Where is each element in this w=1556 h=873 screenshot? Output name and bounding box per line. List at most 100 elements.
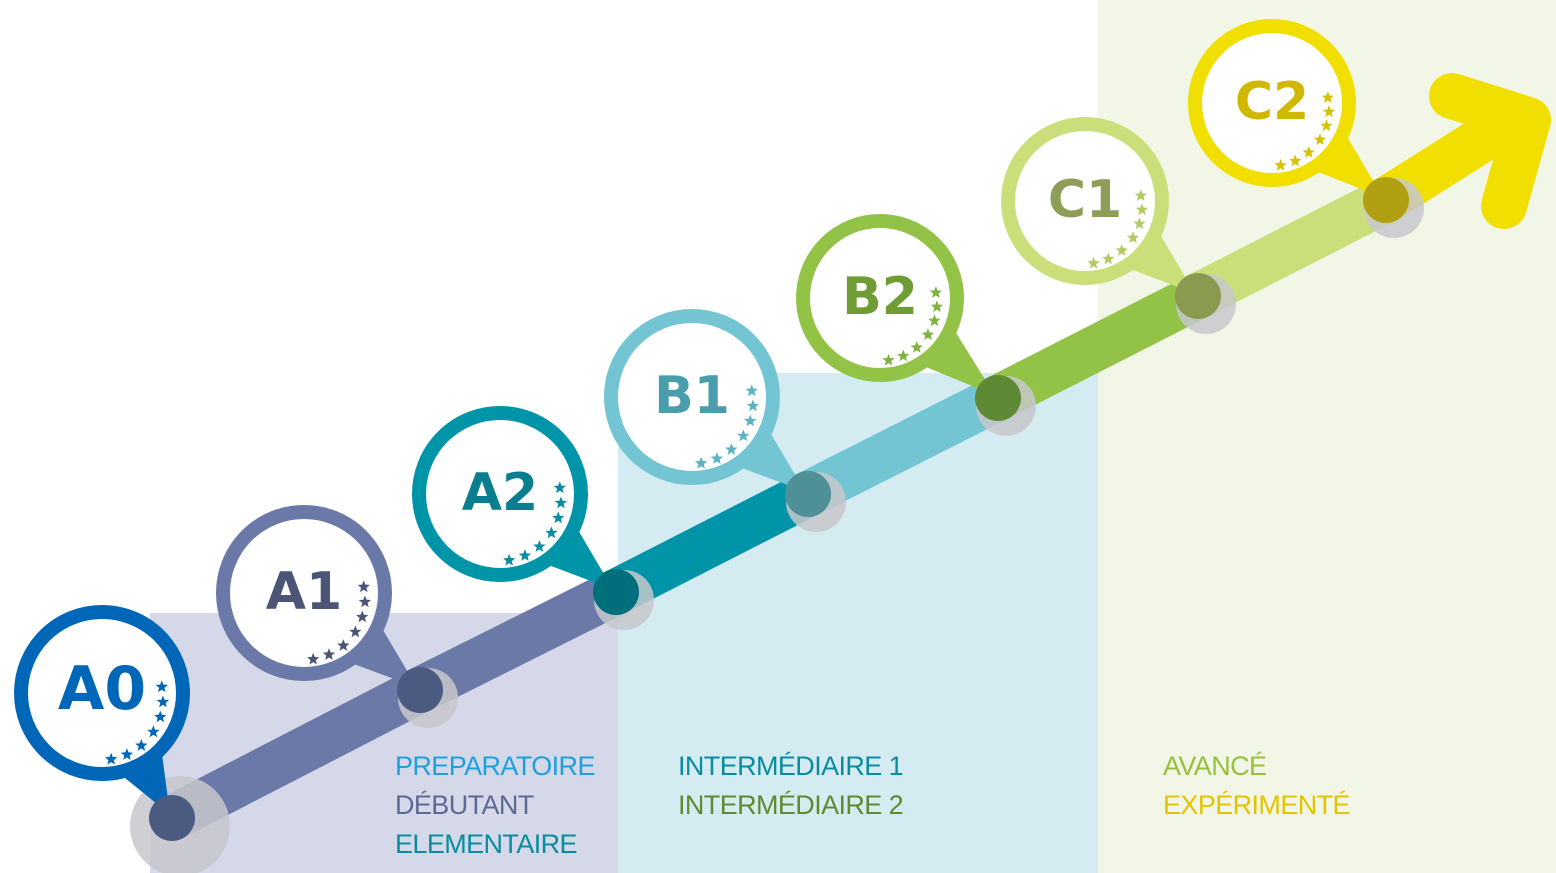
star-icon	[744, 414, 757, 427]
balloon-pointer	[732, 424, 805, 492]
balloon-ring	[1188, 19, 1356, 187]
star-icon	[554, 496, 568, 509]
level-balloon-b2: B2	[796, 214, 995, 396]
balloon-ring	[216, 505, 392, 681]
group-line: INTERMÉDIAIRE 2	[678, 790, 904, 820]
level-balloon-c1: C1	[1001, 117, 1195, 294]
star-icon	[921, 328, 935, 340]
star-icon	[725, 443, 738, 455]
level-code: C2	[1235, 72, 1309, 132]
balloon-pointer	[539, 521, 613, 590]
star-icon	[1087, 256, 1100, 269]
group-label-advanced: AVANCÉ EXPÉRIMENTÉ	[1163, 747, 1351, 825]
star-icon	[1289, 154, 1302, 167]
group-line: INTERMÉDIAIRE 1	[678, 751, 904, 781]
star-icon	[552, 511, 565, 524]
group-line: PREPARATOIRE	[395, 751, 595, 781]
star-icon	[929, 286, 942, 298]
star-icon	[695, 456, 708, 469]
star-icon	[897, 349, 910, 362]
star-icon	[553, 481, 566, 494]
level-node	[785, 471, 831, 517]
level-node	[1363, 177, 1409, 223]
star-icon	[155, 680, 168, 693]
star-icon	[1321, 91, 1334, 103]
group-line: EXPÉRIMENTÉ	[1163, 790, 1351, 820]
star-icon	[307, 652, 320, 665]
balloon-ring	[14, 605, 190, 781]
balloon-pointer	[115, 744, 170, 815]
level-code: B1	[654, 366, 730, 426]
star-icon	[545, 526, 558, 539]
star-icon	[1102, 252, 1115, 265]
level-code: B2	[842, 267, 918, 327]
group-line: AVANCÉ	[1163, 751, 1267, 781]
level-code: A2	[462, 463, 538, 523]
star-icon	[1274, 158, 1287, 171]
star-icon	[105, 752, 118, 765]
star-icon	[1115, 244, 1128, 256]
star-icon	[930, 300, 944, 313]
level-balloon-c2: C2	[1188, 19, 1383, 198]
star-icon	[358, 595, 372, 608]
star-icon	[147, 725, 160, 738]
level-node	[397, 667, 443, 713]
level-balloon-a1: A1	[216, 505, 417, 688]
balloon-ring	[1001, 117, 1169, 285]
path-segment	[987, 275, 1209, 419]
star-icon	[928, 314, 941, 327]
path-segment	[605, 473, 819, 613]
level-node	[149, 795, 195, 841]
level-code: A0	[58, 654, 146, 724]
level-node	[593, 569, 639, 615]
balloon-ring	[412, 406, 588, 582]
star-icon	[1313, 133, 1327, 145]
star-icon	[1302, 146, 1315, 158]
star-icon	[533, 540, 546, 552]
level-balloon-b1: B1	[604, 309, 805, 492]
star-icon	[1320, 119, 1333, 132]
star-icon	[882, 353, 895, 366]
star-icon	[737, 429, 750, 442]
level-balloon-a2: A2	[412, 406, 613, 590]
star-icon	[322, 648, 336, 660]
balloon-ring	[796, 214, 964, 382]
star-icon	[1134, 189, 1147, 201]
path-segment	[409, 571, 627, 711]
balloon-ring	[604, 309, 780, 485]
star-icon	[357, 580, 370, 593]
star-icon	[120, 748, 134, 760]
path-segment	[797, 377, 1009, 515]
star-icon	[518, 549, 532, 561]
group-line: ELEMENTAIRE	[395, 829, 578, 859]
level-balloon-a0: A0	[14, 605, 190, 815]
balloon-pointer	[1308, 128, 1383, 198]
star-icon	[746, 399, 760, 412]
balloon-pointer	[1121, 226, 1195, 294]
path-segment	[1187, 179, 1397, 317]
arrow-right-icon	[1429, 73, 1551, 229]
star-icon	[1133, 217, 1146, 230]
level-code: A1	[266, 562, 342, 622]
star-icon	[349, 625, 362, 638]
star-icon	[910, 341, 923, 353]
balloon-pointer	[344, 620, 417, 688]
star-icon	[156, 695, 170, 708]
star-icon	[745, 384, 758, 397]
level-node	[1175, 273, 1221, 319]
level-code: C1	[1048, 170, 1122, 230]
level-node	[975, 375, 1021, 421]
star-icon	[1135, 203, 1149, 216]
star-icon	[356, 610, 369, 623]
group-label-intermediate: INTERMÉDIAIRE 1 INTERMÉDIAIRE 2	[678, 747, 904, 825]
group-label-beginner: PREPARATOIRE DÉBUTANT ELEMENTAIRE	[395, 747, 595, 864]
star-icon	[1126, 231, 1140, 243]
star-icon	[503, 553, 516, 566]
star-icon	[710, 452, 724, 464]
star-icon	[337, 639, 350, 651]
star-icon	[135, 739, 148, 751]
star-icon	[1322, 105, 1336, 118]
star-icon	[154, 710, 167, 723]
